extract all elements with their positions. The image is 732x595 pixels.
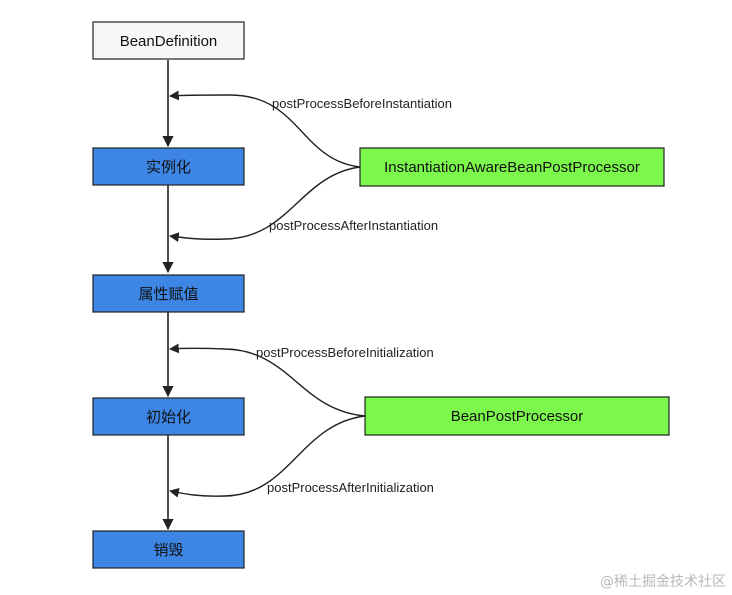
- node-instantiation: 实例化: [92, 147, 245, 186]
- node-instantiation-aware-processor: InstantiationAwareBeanPostProcessor: [359, 147, 665, 187]
- node-populate: 属性赋值: [92, 274, 245, 313]
- node-bean-definition: BeanDefinition: [92, 21, 245, 60]
- node-instantiation-label: 实例化: [146, 159, 191, 176]
- node-initialization: 初始化: [92, 397, 245, 436]
- node-instantiation-aware-processor-label: InstantiationAwareBeanPostProcessor: [384, 159, 640, 176]
- edge-label-after-initialization: postProcessAfterInitialization: [267, 480, 434, 495]
- watermark: @稀土掘金技术社区: [600, 574, 726, 590]
- edge-label-before-instantiation: postProcessBeforeInstantiation: [272, 96, 452, 111]
- curve-before-instantiation: [169, 90, 361, 168]
- curve-after-instantiation: [169, 166, 361, 243]
- curve-after-initialization: [169, 415, 366, 498]
- node-bean-post-processor: BeanPostProcessor: [364, 396, 670, 436]
- curve-before-initialization: [169, 343, 366, 417]
- node-bean-post-processor-label: BeanPostProcessor: [451, 408, 584, 425]
- node-destruction-label: 销毁: [153, 542, 183, 559]
- node-bean-definition-label: BeanDefinition: [120, 33, 218, 50]
- edge-label-after-instantiation: postProcessAfterInstantiation: [269, 218, 438, 233]
- node-populate-label: 属性赋值: [138, 286, 198, 303]
- node-initialization-label: 初始化: [146, 409, 191, 426]
- edge-label-before-initialization: postProcessBeforeInitialization: [256, 345, 434, 360]
- node-destruction: 销毁: [92, 530, 245, 569]
